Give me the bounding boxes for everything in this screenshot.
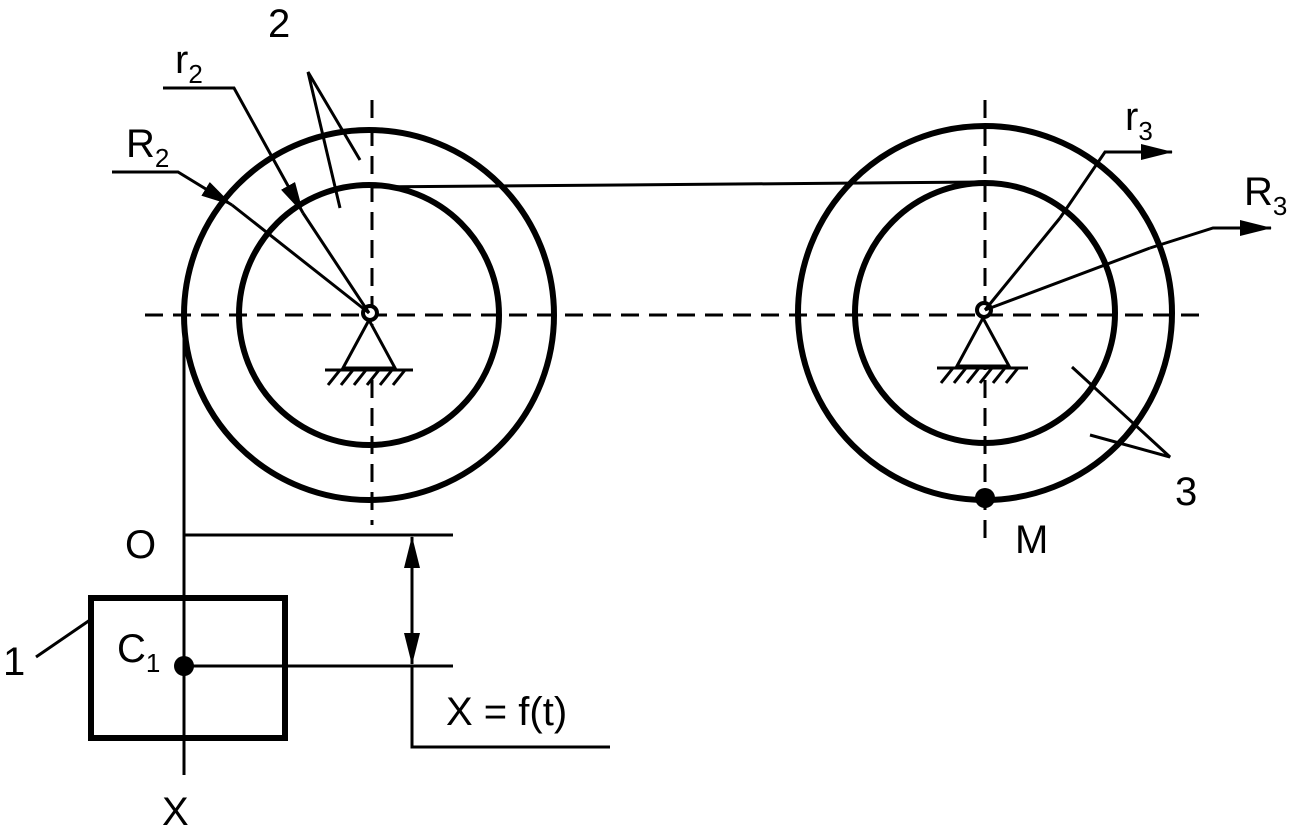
pulley2-number-label: 2 [268, 2, 290, 46]
r3-label: r3 [1125, 95, 1153, 146]
support-pulley3 [937, 301, 1028, 384]
r2-radius-arrow [163, 86, 305, 214]
center-lines [145, 100, 1200, 540]
law-leader [410, 666, 610, 749]
R3-label: R3 [1244, 170, 1287, 221]
pulley2-radius-lines [112, 86, 371, 315]
leader-1 [35, 618, 91, 659]
coordinate-lines [184, 533, 610, 749]
law-of-motion-label: X = f(t) [446, 690, 567, 734]
point-m-label: M [1015, 518, 1048, 562]
R3-radius-arrow [1149, 220, 1272, 250]
leader-lines [35, 71, 1172, 659]
x-axis-label: X [162, 790, 189, 829]
pulley3-radius-lines [983, 144, 1272, 312]
R2-radius-arrow [112, 170, 233, 207]
R2-label: R2 [126, 122, 169, 173]
r3-radius-arrow [1058, 144, 1173, 219]
body1-number-label: 1 [3, 640, 25, 684]
leader-2 [306, 71, 362, 209]
pulley2-inner-rim [236, 182, 502, 448]
point-m [975, 488, 995, 508]
leader-3 [1070, 365, 1172, 459]
r2-label: r2 [175, 38, 203, 89]
belt [371, 180, 986, 189]
origin-label: O [125, 523, 156, 567]
body-1 [88, 595, 288, 741]
c1-label: C1 [117, 627, 160, 678]
support-pulley2 [325, 304, 413, 386]
pulley3-number-label: 3 [1175, 470, 1197, 514]
